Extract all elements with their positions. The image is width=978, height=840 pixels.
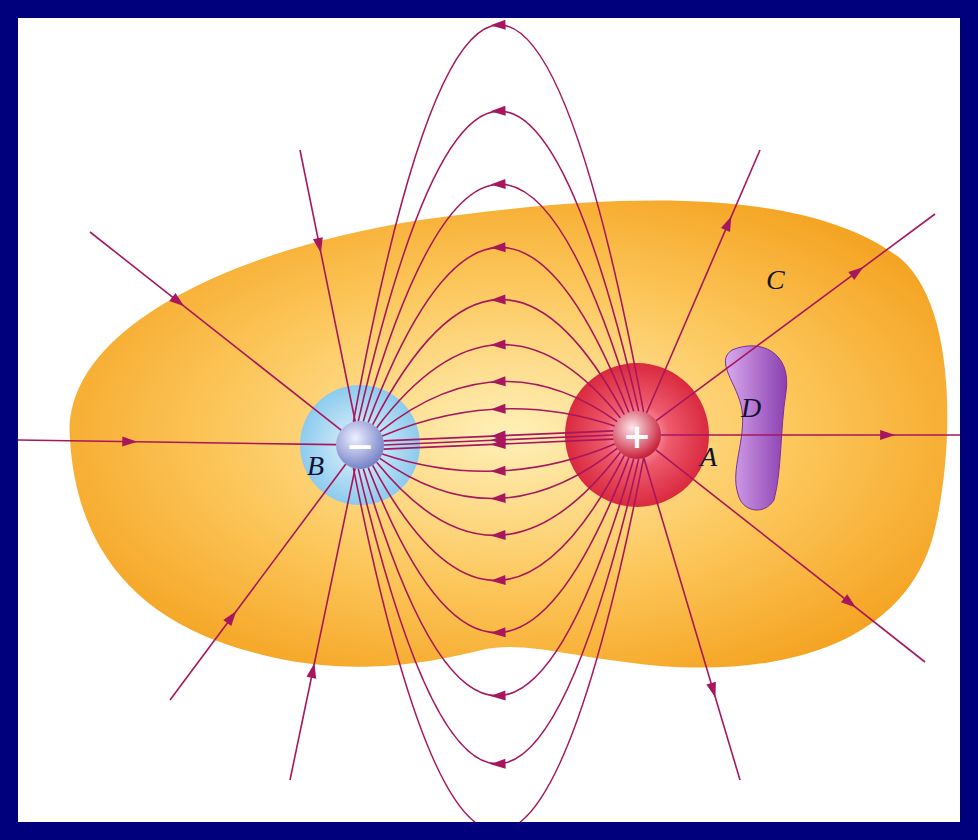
negative-sphere: −B — [298, 383, 422, 507]
field-line — [358, 111, 638, 421]
field-arrow — [122, 437, 137, 447]
field-line — [290, 468, 355, 780]
sphere-label: A — [700, 441, 717, 472]
charge-sign: − — [346, 426, 375, 466]
field-line — [363, 184, 633, 421]
field-line — [382, 444, 614, 471]
field-line — [661, 434, 960, 436]
positive-sphere: +A — [563, 361, 711, 509]
field-arrow — [491, 575, 506, 585]
field-arrow — [491, 404, 506, 414]
field-arrow — [491, 439, 506, 449]
field-arrow — [841, 594, 856, 607]
field-line — [380, 448, 617, 498]
field-arrow — [491, 466, 506, 476]
field-line — [18, 440, 336, 445]
field-arrow — [491, 294, 506, 304]
field-line — [384, 435, 613, 445]
field-line — [353, 25, 643, 422]
field-arrow — [848, 267, 863, 280]
field-line — [380, 381, 617, 431]
field-arrow — [491, 376, 506, 386]
field-arrow — [491, 20, 506, 30]
neutral-body-shape — [708, 338, 798, 518]
charge-halo — [565, 363, 709, 507]
neutral-body-outline — [725, 346, 786, 510]
field-arrow — [491, 179, 506, 189]
field-arrow — [721, 216, 732, 232]
field-line — [377, 452, 621, 535]
field-line — [647, 150, 760, 413]
field-line — [358, 459, 638, 764]
field-arrow — [169, 293, 184, 306]
field-line — [90, 232, 341, 430]
conductor-region: C−B+AD — [60, 180, 960, 690]
field-arrow — [491, 691, 506, 701]
field-arrow — [491, 627, 506, 637]
field-line — [377, 345, 621, 428]
field-arrow — [491, 431, 506, 441]
field-line — [656, 450, 925, 662]
field-arrow — [880, 430, 895, 440]
charge-core — [336, 421, 384, 469]
field-line — [170, 464, 346, 700]
region-outline — [70, 201, 948, 668]
field-line — [644, 458, 740, 780]
charge-halo — [300, 385, 420, 505]
field-arrow — [706, 682, 716, 698]
field-arrow — [491, 759, 506, 769]
field-arrow — [223, 611, 236, 626]
field-line — [373, 300, 625, 425]
field-arrow — [491, 435, 506, 445]
field-line — [384, 431, 614, 441]
conductor-region-shape — [60, 180, 960, 690]
neutral-body: D — [708, 338, 798, 518]
charge-sign: + — [623, 416, 652, 456]
field-arrow — [491, 242, 506, 252]
field-arrow — [491, 530, 506, 540]
field-line — [368, 458, 629, 633]
field-line — [300, 150, 355, 421]
region-label: C — [766, 264, 785, 295]
field-line — [353, 458, 643, 822]
field-arrow — [491, 340, 506, 350]
sphere-label: B — [307, 450, 324, 481]
body-label: D — [741, 392, 761, 423]
field-arrow — [313, 237, 323, 253]
charge-core — [613, 411, 661, 459]
field-line — [363, 459, 633, 696]
field-line — [656, 214, 935, 421]
field-arrow — [491, 493, 506, 503]
field-line — [382, 409, 614, 436]
field-line — [384, 439, 614, 449]
field-line — [368, 247, 629, 422]
field-line — [373, 455, 625, 580]
field-arrow — [491, 106, 506, 116]
field-arrow — [307, 663, 317, 679]
